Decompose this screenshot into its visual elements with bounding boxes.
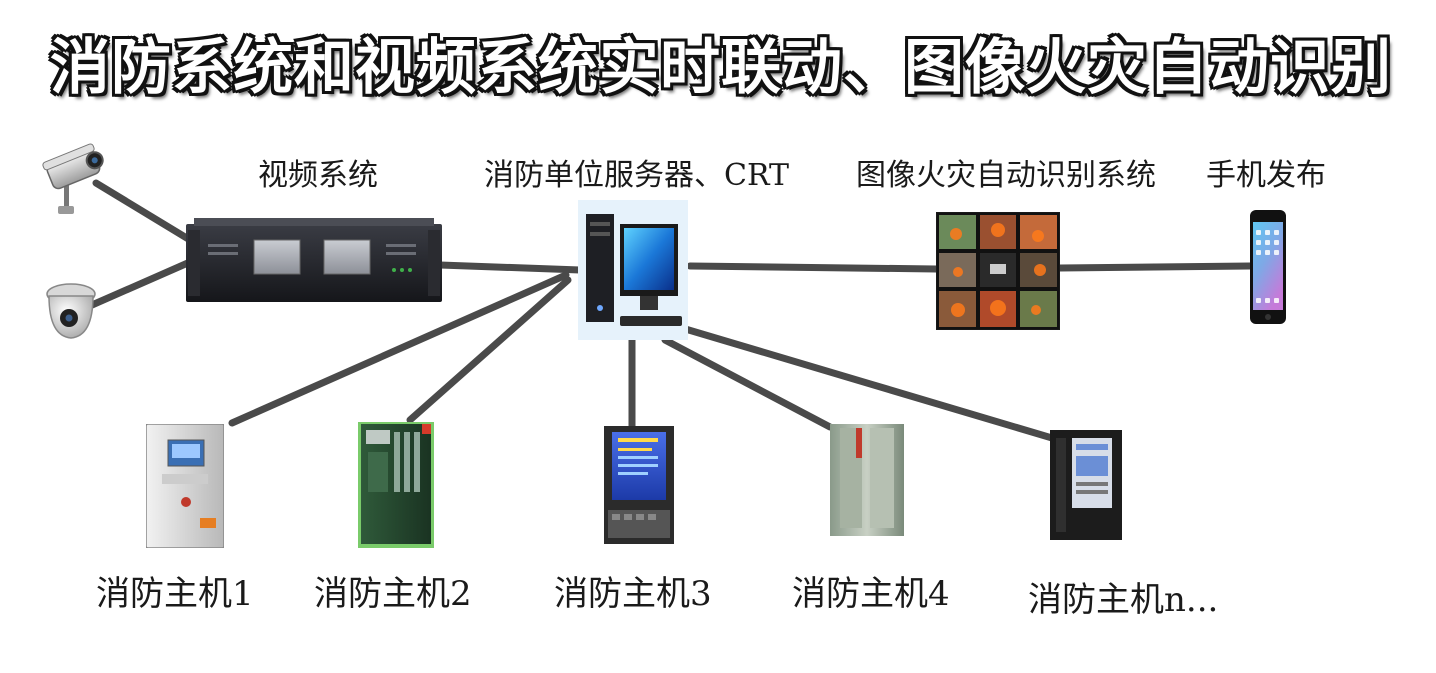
link-recognition-to-mobile (1056, 262, 1254, 272)
fire-host-4-label: 消防主机4 (792, 574, 950, 614)
server-workstation-icon (578, 200, 688, 340)
link-dome-camera-to-nvr (88, 258, 194, 309)
video-wall-icon (936, 212, 1060, 330)
link-server-to-host1 (228, 271, 570, 427)
fire-host-1-label: 消防主机1 (96, 574, 254, 614)
link-server-to-host4 (661, 336, 834, 431)
smartphone-icon (1250, 210, 1286, 324)
fire-host-1-icon (146, 424, 224, 548)
mobile-label: 手机发布 (1206, 158, 1326, 193)
link-server-to-recognition (686, 262, 940, 273)
link-server-to-host2 (406, 276, 572, 424)
link-server-to-hostn (678, 324, 1056, 442)
server-label: 消防单位服务器、CRT (484, 158, 790, 193)
fire-host-4-icon (830, 424, 904, 536)
fire-host-3-icon (604, 426, 674, 544)
dome-camera-icon (46, 283, 96, 339)
video-system-label: 视频系统 (258, 158, 378, 193)
fire-host-n-icon (1050, 430, 1122, 540)
fire-host-2-icon (358, 422, 434, 548)
fire-host-n-label: 消防主机n... (1028, 580, 1219, 620)
nvr-recorder-icon (186, 218, 442, 302)
bullet-camera-icon (42, 143, 104, 214)
recognition-label: 图像火灾自动识别系统 (856, 158, 1156, 193)
link-bullet-camera-to-nvr (92, 179, 194, 244)
fire-host-3-label: 消防主机3 (554, 574, 712, 614)
fire-host-2-label: 消防主机2 (314, 574, 472, 614)
diagram-title: 消防系统和视频系统实时联动、图像火灾自动识别 (50, 33, 1392, 103)
link-nvr-to-server (436, 261, 584, 274)
